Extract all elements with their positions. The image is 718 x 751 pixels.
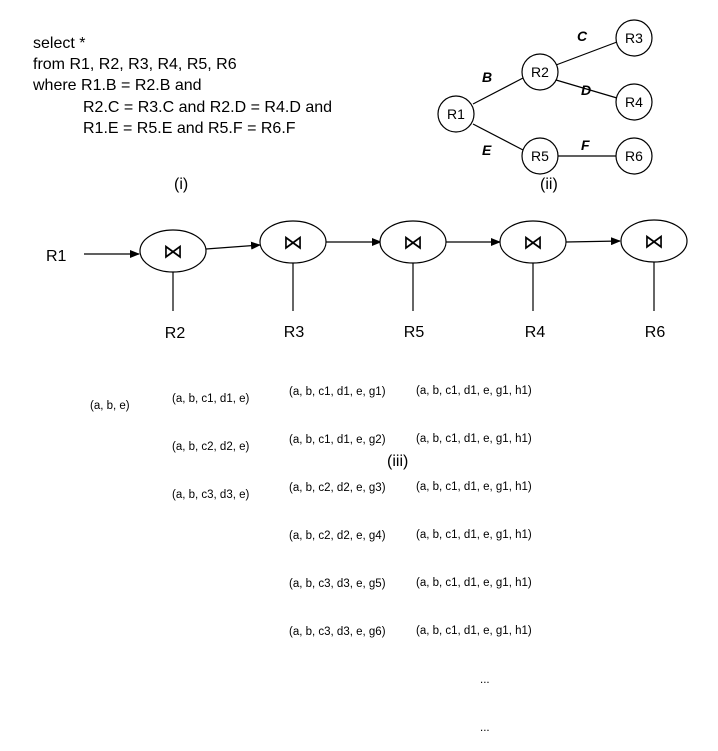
list-item: (a, b, c3, d3, e) — [172, 489, 250, 501]
node-r5 — [521, 137, 559, 175]
node-r6-label: R6 — [625, 148, 643, 164]
caption-i: (i) — [174, 176, 189, 193]
join-node-1 — [139, 229, 207, 273]
node-r3 — [615, 19, 653, 57]
node-r2 — [521, 53, 559, 91]
join-node-2 — [259, 220, 327, 264]
edge-label-b: B — [482, 69, 492, 85]
join-node-4 — [499, 220, 567, 264]
join-symbol-icon: ⋈ — [163, 241, 183, 263]
edge-label-f: F — [581, 137, 590, 153]
list-item: (a, b, e) — [90, 400, 130, 412]
query-line-1: select * — [33, 35, 86, 52]
query-line-2: from R1, R2, R3, R4, R5, R6 — [33, 56, 237, 73]
edge-r2-r4 — [555, 79, 618, 99]
tuples-after-r2: (a, b, c1, d1, e) (a, b, c2, d2, e) (a, … — [172, 359, 249, 519]
list-item: (a, b, c1, d1, e, g2) — [289, 434, 386, 446]
stage-label-r2: R2 — [165, 325, 186, 342]
join-symbol-icon: ⋈ — [644, 231, 664, 253]
list-item: (a, b, c1, d1, e, g1, h1) — [416, 577, 532, 589]
list-item: (a, b, c2, d2, e, g3) — [289, 482, 386, 494]
arrow-stage-4 — [565, 237, 621, 246]
node-r2-label: R2 — [531, 64, 549, 80]
tuples-after-r1: (a, b, e) — [90, 366, 130, 430]
tuples-after-r5: (a, b, c1, d1, e, g1, h1) (a, b, c1, d1,… — [416, 351, 532, 751]
stage-label-r4: R4 — [525, 324, 546, 341]
query-line-5: R1.E = R5.E and R5.F = R6.F — [83, 120, 296, 137]
list-item: (a, b, c1, d1, e, g1) — [289, 386, 386, 398]
node-r1 — [437, 95, 475, 133]
list-item: (a, b, c2, d2, e, g4) — [289, 530, 386, 542]
join-graph — [472, 41, 618, 157]
list-item: (a, b, c1, d1, e, g1, h1) — [416, 529, 532, 541]
join-symbol-icon: ⋈ — [283, 232, 303, 254]
list-item: ... — [480, 722, 490, 734]
edge-r1-r2 — [472, 77, 524, 105]
list-item: (a, b, c1, d1, e, g1, h1) — [416, 481, 532, 493]
list-item: (a, b, c3, d3, e, g6) — [289, 626, 386, 638]
join-node-3 — [379, 220, 447, 264]
edge-label-c: C — [577, 28, 588, 44]
pipeline-input-label: R1 — [46, 248, 67, 265]
edge-label-d: D — [581, 82, 591, 98]
list-item: (a, b, c1, d1, e, g1, h1) — [416, 625, 532, 637]
list-item: ... — [480, 674, 490, 686]
stage-label-r5: R5 — [404, 324, 425, 341]
list-item: (a, b, c1, d1, e) — [172, 393, 250, 405]
arrow-stage-1 — [205, 241, 261, 250]
stage-label-r6: R6 — [645, 324, 666, 341]
diagram-canvas: B C D E F R1 R2 R3 R4 R5 R6 R1 — [46, 19, 688, 342]
node-r5-label: R5 — [531, 148, 549, 164]
join-symbol-icon: ⋈ — [403, 232, 423, 254]
list-item: (a, b, c3, d3, e, g5) — [289, 578, 386, 590]
edge-r1-r5 — [472, 123, 524, 151]
tuples-after-r3: (a, b, c1, d1, e, g1) (a, b, c1, d1, e, … — [289, 352, 386, 656]
node-r4 — [615, 83, 653, 121]
list-item: (a, b, c2, d2, e) — [172, 441, 250, 453]
join-symbol-icon: ⋈ — [523, 232, 543, 254]
edge-r2-r3 — [555, 41, 618, 66]
caption-ii: (ii) — [540, 176, 558, 193]
node-r3-label: R3 — [625, 30, 643, 46]
node-r1-label: R1 — [447, 106, 465, 122]
list-item: (a, b, c1, d1, e, g1, h1) — [416, 385, 532, 397]
node-r4-label: R4 — [625, 94, 643, 110]
stage-label-r3: R3 — [284, 324, 305, 341]
list-item: (a, b, c1, d1, e, g1, h1) — [416, 433, 532, 445]
query-line-3: where R1.B = R2.B and — [33, 77, 202, 94]
query-line-4: R2.C = R3.C and R2.D = R4.D and — [83, 99, 333, 116]
join-node-5 — [620, 219, 688, 263]
node-r6 — [615, 137, 653, 175]
edge-label-e: E — [482, 142, 492, 158]
caption-iii: (iii) — [387, 453, 409, 470]
